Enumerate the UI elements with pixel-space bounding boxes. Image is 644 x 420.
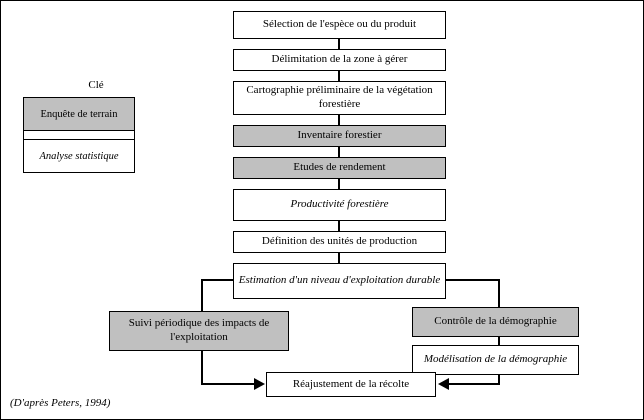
- node-reajustement-recolte: Réajustement de la récolte: [266, 372, 436, 397]
- connector-main-6: [338, 221, 340, 231]
- node-inventaire-forestier: Inventaire forestier: [233, 125, 446, 147]
- connector-main-2: [338, 71, 340, 81]
- source-attribution: (D'après Peters, 1994): [10, 397, 111, 409]
- connector-main-3: [338, 115, 340, 125]
- arrow-left-into-terminal: [254, 378, 265, 390]
- node-suivi-periodique-impacts: Suivi périodique des impacts de l'exploi…: [109, 311, 289, 351]
- node-etudes-rendement: Etudes de rendement: [233, 157, 446, 179]
- connector-main-7: [338, 253, 340, 263]
- connector-left-to-terminal: [201, 383, 257, 385]
- arrow-right-into-terminal: [438, 378, 449, 390]
- connector-main-5: [338, 179, 340, 189]
- connector-right-down-1: [498, 279, 500, 307]
- connector-main-1: [338, 39, 340, 49]
- node-delimitation-zone: Délimitation de la zone à gérer: [233, 49, 446, 71]
- legend-title: Clé: [88, 79, 104, 91]
- connector-right-between-boxes: [498, 337, 500, 345]
- connector-right-down-2: [498, 375, 500, 385]
- legend-item-statistical-analysis: Analyse statistique: [23, 139, 135, 173]
- connector-left-down-2: [201, 351, 203, 385]
- node-cartographie-vegetation: Cartographie préliminaire de la végétati…: [233, 81, 446, 115]
- node-productivite-forestiere: Productivité forestière: [233, 189, 446, 221]
- connector-right-out: [444, 279, 500, 281]
- node-modelisation-demographie: Modélisation de la démographie: [412, 345, 579, 375]
- node-selection-espece: Sélection de l'espèce ou du produit: [233, 11, 446, 39]
- connector-main-4: [338, 147, 340, 157]
- legend-item-field-survey: Enquête de terrain: [23, 97, 135, 131]
- connector-left-down-1: [201, 279, 203, 313]
- node-estimation-niveau-exploitation: Estimation d'un niveau d'exploitation du…: [233, 263, 446, 299]
- node-definition-unites-production: Définition des unités de production: [233, 231, 446, 253]
- node-controle-demographie: Contrôle de la démographie: [412, 307, 579, 337]
- connector-right-to-terminal: [449, 383, 500, 385]
- connector-left-out: [201, 279, 235, 281]
